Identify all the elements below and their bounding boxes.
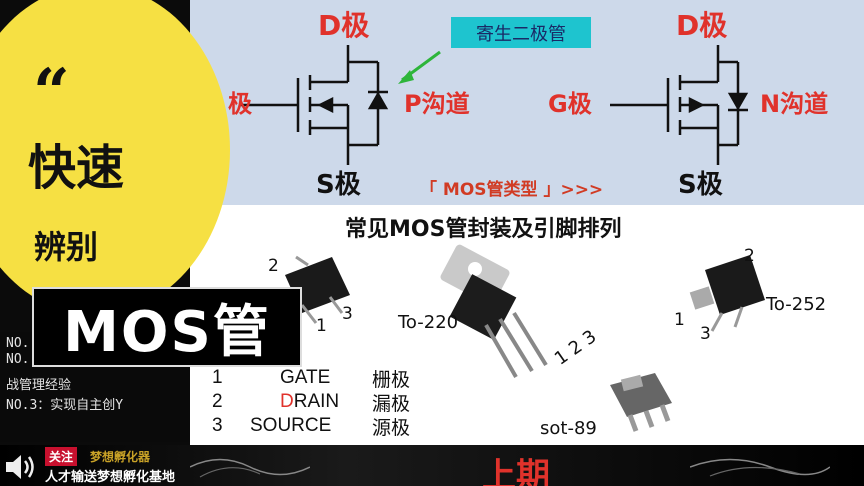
pin-cn-name: 漏极 — [372, 393, 411, 415]
parasite-diode-tag: 寄生二极管 — [451, 17, 591, 48]
ornament-left-icon — [190, 458, 310, 478]
to252-label: To-252 — [766, 294, 827, 315]
sot-pin3: 3 — [342, 304, 353, 324]
pin-cn-name: 源极 — [372, 417, 411, 439]
footer-bar — [0, 445, 864, 486]
pin-cn-name: 栅极 — [372, 369, 411, 391]
ticker-line-3: 战管理经验 — [6, 378, 72, 393]
drain-label-left: D极 — [318, 9, 370, 42]
sot-pin1: 1 — [316, 316, 327, 336]
gate-label-right: G极 — [548, 90, 592, 118]
pin-number: 3 — [212, 415, 223, 436]
ticker-line-1: NO. — [6, 336, 30, 351]
ticker-line-4: NO.3：实现自主创Y — [6, 398, 124, 413]
sot-pin2: 2 — [268, 256, 279, 276]
pin-number: 1 — [212, 367, 223, 388]
to252-package — [689, 255, 765, 332]
sot89-label: sot-89 — [540, 418, 597, 439]
title-overlay-blob — [0, 0, 230, 315]
pin-name-rest: RAIN — [293, 391, 340, 412]
to252-pin2: 2 — [744, 246, 755, 266]
mos-symbols — [240, 45, 749, 165]
channel-slogan: 人才输送梦想孵化基地 — [45, 470, 176, 485]
follow-badge[interactable]: 关注 — [45, 447, 78, 466]
speaker-icon[interactable] — [4, 452, 38, 482]
previous-episode-link[interactable]: 上期 — [482, 456, 550, 486]
p-channel-symbol — [240, 45, 389, 165]
pin-name: SOURCE — [250, 415, 332, 436]
source-label-left: S极 — [316, 170, 361, 200]
drain-label-right: D极 — [676, 9, 728, 42]
pin-name: DRAIN — [250, 391, 350, 413]
parasite-arrowhead — [398, 70, 414, 84]
p-channel-label: P沟道 — [404, 90, 470, 118]
pin-number: 2 — [212, 391, 223, 412]
pin-row: 3 SOURCE 源极 — [212, 414, 411, 439]
package-section-title: 常见MOS管封装及引脚排列 — [345, 217, 622, 242]
title-line-3: MOS管 — [32, 287, 302, 367]
gate-label-left: 极 — [228, 90, 252, 118]
package-panel — [190, 205, 864, 445]
to252-pin3: 3 — [700, 324, 711, 344]
mos-type-tag: 「 MOS管类型 」>>> — [420, 180, 604, 200]
pin-row: 2 DRAIN 漏极 — [212, 390, 411, 415]
title-line-1: 快速 — [28, 140, 125, 196]
quote-mark: “ — [33, 55, 70, 130]
n-channel-symbol — [610, 45, 749, 165]
pin-table: 1 GATE 栅极 2 DRAIN 漏极 3 SOURCE 源极 — [212, 366, 411, 439]
n-channel-label: N沟道 — [760, 90, 829, 118]
pin-row: 1 GATE 栅极 — [212, 366, 411, 391]
channel-name: 梦想孵化器 — [90, 450, 151, 464]
pin-name: GATE — [280, 367, 331, 388]
title-line-2: 辨别 — [34, 228, 99, 266]
pin-name-highlight: D — [280, 391, 294, 412]
to220-label: To-220 — [398, 312, 459, 333]
source-label-right: S极 — [678, 170, 723, 200]
to252-pin1: 1 — [674, 310, 685, 330]
sot89-package — [610, 373, 672, 432]
ticker-line-2: NO. — [6, 352, 30, 367]
ornament-right-icon — [690, 458, 830, 477]
to220-package — [440, 244, 548, 378]
